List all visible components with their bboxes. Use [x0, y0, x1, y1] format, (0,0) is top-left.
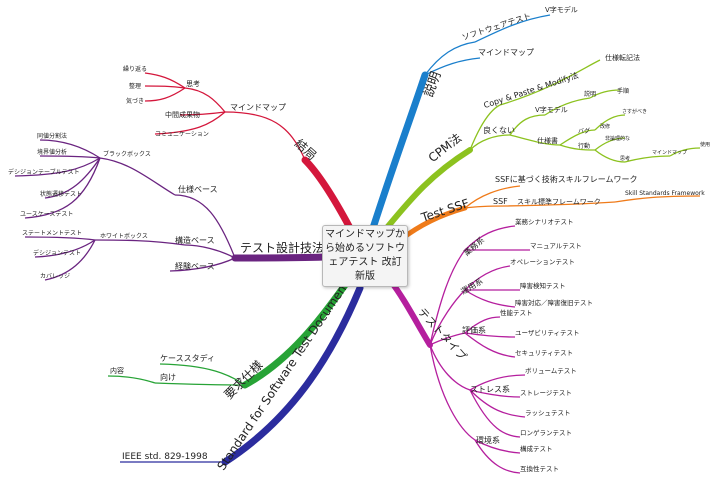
- branch-ketsukyoku-label: 結局: [292, 136, 319, 162]
- label-case-study: ケーススタディ: [160, 353, 215, 363]
- branch-cpm-line: [382, 147, 473, 233]
- label-ketsu-mindmap: マインドマップ: [230, 103, 286, 112]
- label-black-box: ブラックボックス: [103, 150, 151, 158]
- label-gyoumu-1: 業務シナリオテスト: [515, 217, 574, 226]
- label-unyou: 運用系: [459, 276, 485, 297]
- label-white-box: ホワイトボックス: [100, 232, 148, 240]
- label-bb-2: 境界値分析: [37, 148, 67, 156]
- label-stress-2: ストレージテスト: [520, 389, 572, 397]
- label-ketsu-comm: コミュニケーション: [155, 131, 209, 138]
- label-kankyou: 環境系: [476, 435, 500, 445]
- label-ketsu-chuukan: 中間成果物: [165, 110, 200, 119]
- label-ieee: IEEE std. 829-1998: [122, 452, 208, 462]
- label-bb-1: 同値分割法: [37, 132, 67, 140]
- label-muke: 向け: [160, 372, 176, 382]
- label-stress-3: ラッシュテスト: [525, 409, 571, 417]
- label-hyouka-1: 性能テスト: [500, 308, 533, 317]
- label-skill-std: スキル標準フレームワーク: [517, 197, 601, 206]
- label-cpm-higouri: 非論理的な: [605, 135, 630, 142]
- branch-ketsukyoku-line: [301, 156, 354, 232]
- label-cpm-bug: バグ: [578, 127, 590, 135]
- label-ketsu-seiri: 整理: [129, 82, 141, 90]
- label-wb-1: ステートメントテスト: [22, 230, 82, 237]
- label-v-model: V字モデル: [545, 5, 578, 14]
- label-hyouka-3: セキュリティテスト: [515, 349, 573, 357]
- label-ssf-kiso: SSFに基づく技術スキルフレームワーク: [495, 174, 638, 184]
- label-ssf: SSF: [493, 197, 508, 206]
- label-mind-map: マインドマップ: [478, 48, 534, 57]
- label-bb-5: ユースケーステスト: [20, 211, 73, 218]
- label-cpm-vmodel: V字モデル: [535, 105, 568, 114]
- branch-youkyuu-line: [241, 281, 349, 389]
- label-cpm-tejun: 手順: [617, 87, 629, 95]
- branch-ssf-label: Test SSF: [418, 196, 471, 225]
- label-unyou-3: 障害対応／障害復旧テスト: [515, 298, 593, 307]
- label-ketsu-tsuzukeru: 繰り返る: [123, 65, 147, 73]
- branch-sekkei-line: [231, 253, 328, 262]
- label-shiyousho-kisai: 仕様転記法: [605, 53, 640, 62]
- label-cpm-kodou: 行動: [578, 142, 590, 150]
- central-topic-text: マインドマップから始めるソフトウェアテスト 改訂新版: [325, 229, 405, 282]
- label-shiyou-base: 仕様ベース: [178, 184, 218, 194]
- label-yokunai: 良くない: [483, 125, 515, 135]
- label-software-test: ソフトウェアテスト: [461, 11, 532, 42]
- label-bb-3: デシジョンテーブルテスト: [8, 168, 80, 176]
- branch-sekkei-label: テスト設計技法: [240, 240, 324, 255]
- label-kankyou-1: 構成テスト: [520, 444, 553, 453]
- branch-standard-line: [221, 284, 364, 466]
- label-cpm-shiyousho: 仕様書: [537, 136, 558, 145]
- label-wb-3: カバレッジ: [40, 273, 70, 280]
- label-ketsu-kizuki: 気づき: [126, 97, 144, 105]
- label-bb-4: 状態遷移テスト: [40, 190, 82, 198]
- label-hyouka-2: ユーザビリティテスト: [515, 328, 579, 337]
- label-cpm-setsumei: 説明: [584, 90, 596, 98]
- label-hyouka: 評価系: [462, 325, 486, 335]
- label-naiyou: 内容: [110, 366, 124, 375]
- label-cpm-mindmap: マインドマップ: [652, 150, 687, 156]
- branch-setsumei-line: [369, 71, 429, 232]
- label-stress-1: ボリュームテスト: [525, 367, 577, 375]
- label-skill-en: Skill Standards Framework: [625, 190, 705, 197]
- label-stress: ストレス系: [470, 384, 510, 394]
- label-cpm-sasuga: さすがべき: [622, 108, 647, 115]
- label-cpm-katsuyou: 使用: [700, 141, 710, 148]
- label-cpm-shikou: 思考: [620, 156, 630, 162]
- central-topic[interactable]: マインドマップから始めるソフトウェアテスト 改訂新版: [322, 225, 408, 287]
- label-stress-4: ロンゲランテスト: [520, 428, 572, 437]
- label-unyou-2: 障害検知テスト: [520, 281, 566, 290]
- label-keiken-base: 経験ベース: [175, 261, 215, 271]
- label-ketsu-shisha: 思考: [186, 80, 200, 88]
- label-kankyou-2: 互換性テスト: [520, 464, 559, 473]
- label-unyou-1: オペレーションテスト: [510, 258, 575, 266]
- label-cpm-zeni: 改修: [600, 123, 610, 130]
- label-kouzou-base: 構造ベース: [175, 235, 215, 245]
- label-wb-2: デシジョンテスト: [33, 249, 81, 257]
- label-gyoumu-2: マニュアルテスト: [530, 242, 582, 250]
- label-gyoumu: 業務系: [461, 235, 486, 258]
